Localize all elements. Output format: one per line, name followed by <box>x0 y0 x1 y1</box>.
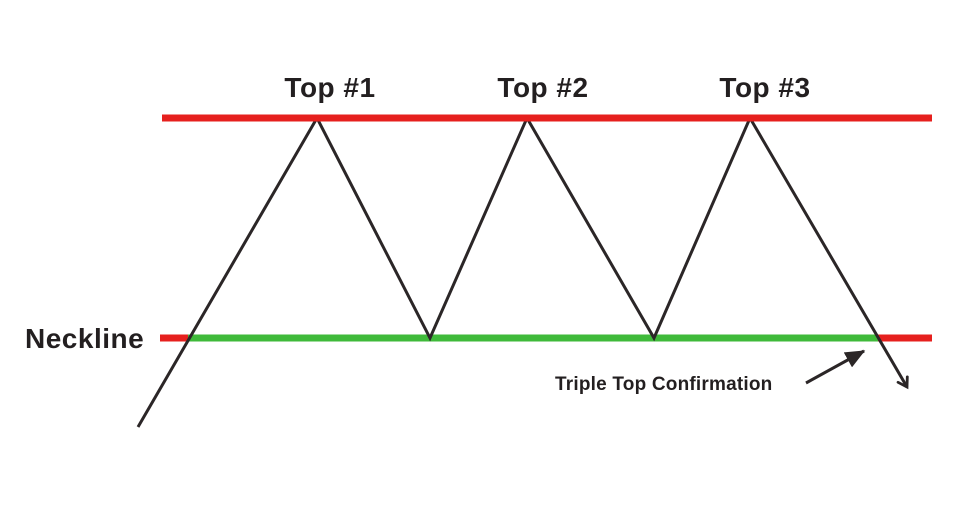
label-top-2: Top #2 <box>497 72 588 103</box>
price-line <box>136 114 909 428</box>
label-top-3: Top #3 <box>719 72 810 103</box>
label-top-1: Top #1 <box>284 72 375 103</box>
label-triple-top-confirmation: Triple Top Confirmation <box>555 374 772 395</box>
label-neckline: Neckline <box>25 323 144 354</box>
confirmation-arrow <box>805 349 866 385</box>
pattern-geometry <box>136 114 932 428</box>
